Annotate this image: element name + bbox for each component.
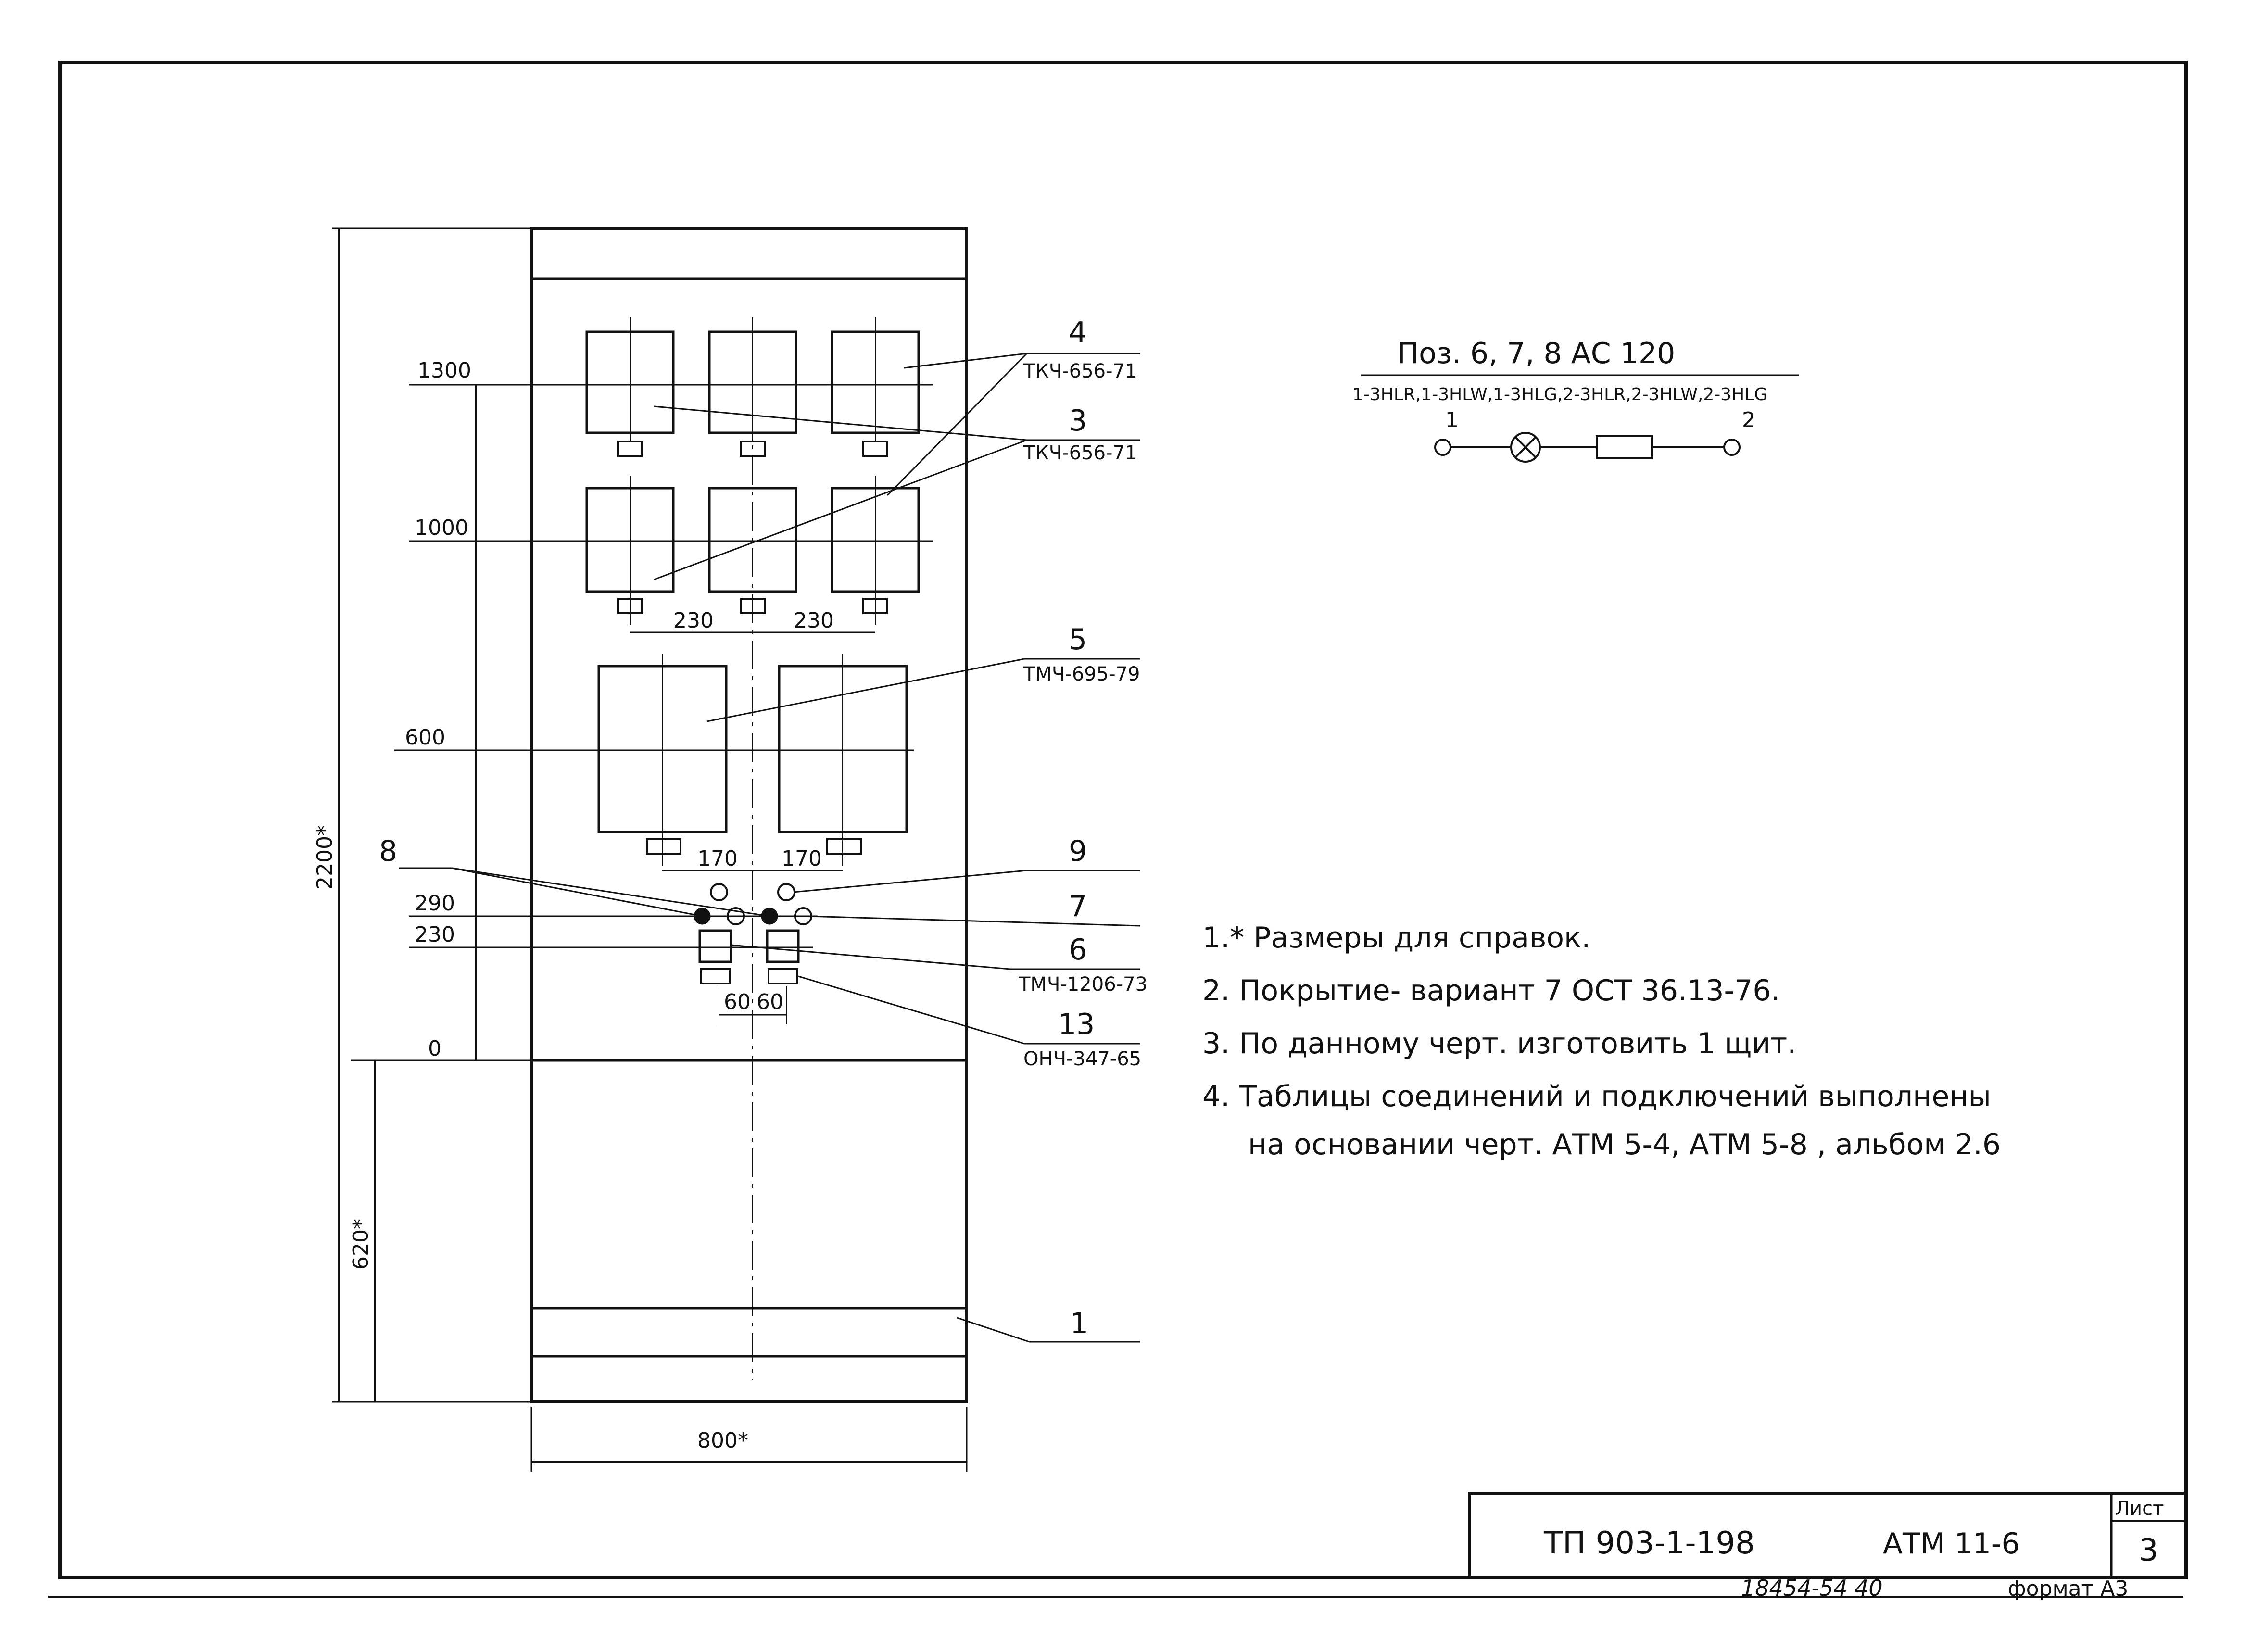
instrument-row-middle xyxy=(585,476,920,625)
lamp-schematic: Поз. 6, 7, 8 АС 120 1-3HLR,1-3HLW,1-3HLG… xyxy=(1352,337,1799,463)
schematic-node-1: 1 xyxy=(1445,408,1459,432)
note-2: 2. Покрытие- вариант 7 ОСТ 36.13-76. xyxy=(1202,974,1780,1008)
leader-5-code: ТМЧ-695-79 xyxy=(1023,663,1140,685)
leader-7-num: 7 xyxy=(1069,890,1087,923)
terminal-1 xyxy=(1434,439,1451,456)
dim-1300: 1300 xyxy=(417,358,471,383)
panel-outline xyxy=(530,227,968,1403)
note-3: 3. По данному черт. изготовить 1 щит. xyxy=(1202,1027,1796,1060)
dim-230: 230 xyxy=(415,922,455,947)
leader-13-num: 13 xyxy=(1058,1008,1095,1041)
leader-1-num: 1 xyxy=(1070,1307,1088,1340)
schematic-title: Поз. 6, 7, 8 АС 120 xyxy=(1397,337,1675,370)
note-1: 1.* Размеры для справок. xyxy=(1202,921,1590,955)
inventory-number: 18454-54 40 xyxy=(1741,1575,1883,1601)
title-block: ТП 903-1-198 АТМ 11-6 Лист 3 xyxy=(1468,1492,2187,1579)
note-4: 4. Таблицы соединений и подключений выпо… xyxy=(1202,1080,1991,1113)
leader-3-code: ТКЧ-656-71 xyxy=(1023,442,1137,464)
leader-5-num: 5 xyxy=(1069,623,1087,656)
dim-spacing-230-right: 230 xyxy=(794,608,834,633)
leader-13-code: ОНЧ-347-65 xyxy=(1023,1048,1141,1070)
leader-4-num: 4 xyxy=(1069,316,1087,350)
footer: 18454-54 40 формат А3 xyxy=(1741,1575,2128,1601)
dim-0: 0 xyxy=(428,1036,441,1061)
dim-290: 290 xyxy=(415,891,455,916)
vertical-dimensions: 1300 1000 600 290 230 0 2200* 620* xyxy=(313,227,933,1403)
dim-spacing-170-left: 170 xyxy=(697,846,738,871)
dim-spacing-230-left: 230 xyxy=(673,608,714,633)
sheet-format: формат А3 xyxy=(2008,1576,2128,1601)
leader-3-num: 3 xyxy=(1069,404,1087,438)
leader-6-code: ТМЧ-1206-73 xyxy=(1018,973,1148,996)
dim-total-height: 2200* xyxy=(313,825,337,890)
sheet-label: Лист xyxy=(2115,1498,2164,1520)
dim-spacing-60-left: 60 xyxy=(724,990,751,1014)
sheet-frame xyxy=(58,61,2188,1579)
dim-600: 600 xyxy=(405,725,445,750)
leader-8-num: 8 xyxy=(379,834,397,868)
schematic-node-2: 2 xyxy=(1742,408,1755,432)
dim-spacing-170-right: 170 xyxy=(782,846,822,871)
dim-base-height: 620* xyxy=(349,1219,373,1270)
panel-front-view xyxy=(530,227,968,1403)
doc-code: АТМ 11-6 xyxy=(1883,1527,2020,1561)
leader-lines: 4 ТКЧ-656-71 3 ТКЧ-656-71 5 ТМЧ-695-79 9… xyxy=(379,316,1148,1343)
leader-4-code: ТКЧ-656-71 xyxy=(1023,360,1137,382)
sheet-number: 3 xyxy=(2139,1533,2158,1568)
terminal-2 xyxy=(1723,439,1741,456)
doc-number: ТП 903-1-198 xyxy=(1543,1526,1755,1561)
instrument-row-large xyxy=(597,654,908,866)
leader-9-num: 9 xyxy=(1069,834,1087,868)
leader-6-num: 6 xyxy=(1069,933,1087,967)
note-4-continued: на основании черт. АТМ 5-4, АТМ 5-8 , ал… xyxy=(1248,1128,2001,1161)
schematic-subtitle: 1-3HLR,1-3HLW,1-3HLG,2-3HLR,2-3HLW,2-3HL… xyxy=(1352,385,1767,404)
instrument-row-top xyxy=(585,317,920,457)
horizontal-dimensions: 230 230 170 170 60 60 800* xyxy=(530,608,968,1472)
dim-1000: 1000 xyxy=(415,516,468,540)
dim-spacing-60-right: 60 xyxy=(757,990,783,1014)
resistor-symbol xyxy=(1596,435,1653,459)
instrument-box xyxy=(708,487,797,593)
notes: 1.* Размеры для справок. 2. Покрытие- ва… xyxy=(1202,921,2001,1161)
dim-width: 800* xyxy=(697,1428,748,1453)
